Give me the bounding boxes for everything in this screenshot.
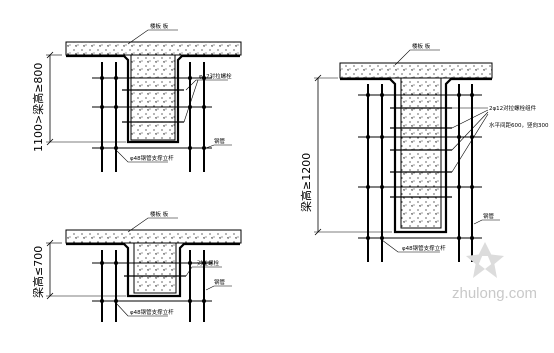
detail-beam-700: 楼板 板 对拉螺栓 钢管 φ48钢管支撑立杆 梁高≤700 (31, 210, 242, 322)
leader (451, 113, 489, 173)
detail-beam-800-1100: 楼板 板 φ12对拉螺栓 钢管 φ48钢管支撑立杆 1100>梁高≥800 (31, 22, 242, 172)
watermark-logo-icon (466, 242, 504, 278)
base-label: φ48钢管支撑立杆 (402, 244, 446, 252)
pole-label: 钢管 (214, 137, 226, 145)
slab-label: 楼板 板 (150, 210, 169, 218)
dimension-label: 梁高≥1200 (299, 153, 313, 212)
leader (115, 149, 168, 163)
beam-web (130, 54, 176, 141)
base-label: φ48钢管支撑立杆 (130, 308, 174, 316)
dimension-label: 1100>梁高≥800 (31, 63, 45, 152)
leader (451, 109, 489, 129)
joint-dots (366, 93, 474, 240)
slab (65, 229, 242, 244)
bolt-label: 2φ12对拉螺栓组件 (489, 104, 537, 112)
leader (205, 144, 232, 149)
leader (394, 49, 440, 66)
formwork (66, 54, 240, 144)
beam-web (133, 242, 177, 294)
leader (127, 29, 178, 45)
formwork (66, 242, 240, 298)
formwork (340, 77, 492, 234)
leader (451, 111, 489, 151)
leader (183, 79, 199, 123)
detail-beam-1200: 楼板 板 2φ12对拉螺栓组件 水平间距600，竖向300 钢管 φ48钢管支撑… (299, 42, 549, 262)
base-label: φ48钢管支撑立杆 (130, 154, 174, 162)
watermark: zhulong.com (452, 242, 537, 302)
leader (381, 239, 440, 253)
beam-web (400, 77, 442, 229)
slab (65, 41, 242, 56)
pole-label: 钢管 (214, 278, 226, 286)
joint-dots (100, 261, 206, 303)
leader (473, 219, 500, 225)
slab-label: 楼板 板 (412, 42, 431, 50)
slab-label: 楼板 板 (150, 22, 169, 30)
leader (127, 217, 178, 233)
bolt-label: φ12对拉螺栓 (199, 72, 232, 80)
bolt-label: 对拉螺栓 (197, 259, 220, 267)
leader (205, 285, 232, 291)
leader (115, 302, 168, 317)
watermark-text: zhulong.com (452, 285, 537, 302)
bolt-spacing-label: 水平间距600，竖向300 (489, 121, 549, 129)
pole-label: 钢管 (483, 212, 495, 220)
leader (185, 79, 228, 91)
slab (339, 62, 493, 79)
joint-dots (100, 76, 206, 150)
dimension-label: 梁高≤700 (31, 246, 45, 298)
leader (185, 266, 222, 277)
